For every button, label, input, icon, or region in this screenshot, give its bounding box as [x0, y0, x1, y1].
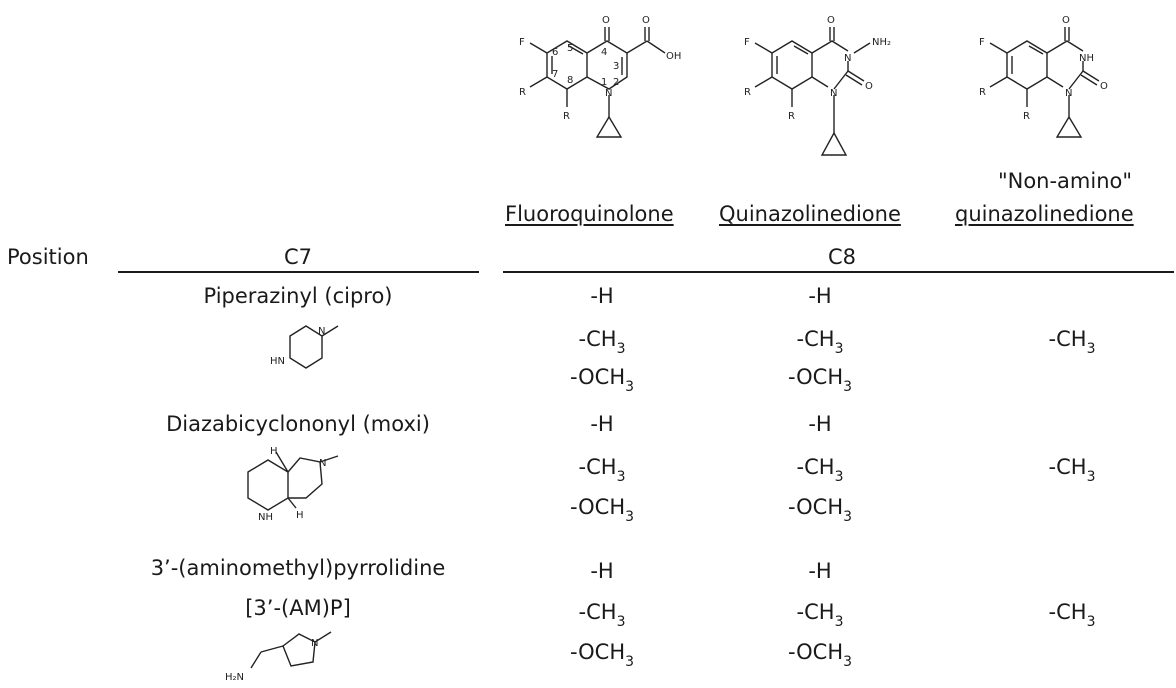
fq-oh: OH [666, 51, 681, 62]
nq-r8: R [1023, 111, 1030, 122]
value-cell: -OCH3 [787, 640, 853, 671]
value-cell: -OCH3 [569, 640, 635, 671]
qd-r7: R [744, 87, 751, 98]
dbn-nh: NH [258, 512, 273, 523]
value-cell: -H [590, 412, 614, 436]
group-name: 3’-(aminomethyl)pyrrolidine [150, 556, 446, 580]
c7-header: C7 [283, 245, 313, 269]
fq-f: F [519, 37, 525, 48]
nq-f: F [979, 37, 985, 48]
amp-h2n: H₂N [225, 672, 244, 683]
group-name: Piperazinyl (cipro) [203, 284, 393, 308]
fq-num-8: 8 [567, 75, 573, 86]
value-cell: -OCH3 [787, 365, 853, 396]
nq-r7: R [979, 87, 986, 98]
fq-num-3: 3 [613, 61, 619, 72]
piperazinyl-n: N [318, 326, 325, 337]
nq-n1: N [1065, 88, 1072, 99]
fq-num-2: 2 [613, 77, 619, 88]
quinazolinedione-structure: O NH₂ N F R R N O [744, 15, 891, 156]
c7-underline [118, 271, 479, 273]
qd-nh2: NH₂ [872, 37, 891, 48]
fq-num-4: 4 [601, 47, 607, 58]
nq-o2: O [1100, 81, 1108, 92]
value-cell: -H [808, 559, 832, 583]
value-cell: -H [590, 284, 614, 308]
fq-r7: R [519, 87, 526, 98]
non-amino-quinazolinedione-structure: O NH F R R N O [979, 15, 1108, 138]
value-cell: -CH3 [578, 455, 626, 486]
value-cell: -CH3 [1048, 600, 1096, 631]
fluoroquinolone-title: Fluoroquinolone [505, 202, 674, 226]
value-cell: -OCH3 [569, 365, 635, 396]
diazabicyclononyl-structure: H H NH N [247, 446, 339, 523]
non-amino-title-line2: quinazolinedione [955, 202, 1134, 226]
fq-n: N [605, 88, 612, 99]
c8-header: C8 [827, 245, 857, 269]
qd-r8: R [788, 111, 795, 122]
group-name-abbrev: [3’-(AM)P] [245, 596, 351, 620]
value-cell: -H [808, 284, 832, 308]
value-cell: -CH3 [578, 600, 626, 631]
value-cell: -CH3 [796, 455, 844, 486]
nq-o-top: O [1062, 15, 1070, 26]
amp-n: N [311, 638, 318, 649]
group-name: Diazabicyclononyl (moxi) [166, 412, 430, 436]
qd-n1: N [830, 88, 837, 99]
qd-o2: O [865, 81, 873, 92]
aminomethylpyrrolidine-structure: H₂N N [225, 631, 332, 683]
piperazinyl-hn: HN [270, 356, 285, 367]
value-cell: -OCH3 [787, 495, 853, 526]
value-cell: -CH3 [796, 600, 844, 631]
fluoroquinolone-structure: O O OH F R R N 6 5 4 3 2 1 7 8 [519, 15, 681, 138]
value-cell: -CH3 [796, 327, 844, 358]
piperazinyl-structure: HN N [270, 325, 339, 369]
fq-o-acid: O [642, 15, 650, 26]
c8-underline [503, 271, 1174, 273]
nq-nh: NH [1079, 53, 1094, 64]
value-cell: -CH3 [578, 327, 626, 358]
value-cell: -H [590, 559, 614, 583]
dbn-n: N [319, 458, 326, 469]
non-amino-title-line1: "Non-amino" [997, 169, 1133, 193]
qd-o-top: O [827, 15, 835, 26]
fq-num-1: 1 [601, 77, 607, 88]
fq-o-top: O [602, 15, 610, 26]
fq-num-5: 5 [567, 43, 573, 54]
fq-num-7: 7 [552, 69, 558, 80]
dbn-h1: H [270, 446, 278, 457]
dbn-h2: H [296, 510, 304, 521]
quinazolinedione-title: Quinazolinedione [719, 202, 901, 226]
value-cell: -H [808, 412, 832, 436]
fq-r8: R [563, 111, 570, 122]
value-cell: -OCH3 [569, 495, 635, 526]
value-cell: -CH3 [1048, 327, 1096, 358]
qd-n3: N [844, 53, 851, 64]
position-label: Position [7, 245, 89, 269]
fq-num-6: 6 [552, 47, 558, 58]
qd-f: F [744, 37, 750, 48]
value-cell: -CH3 [1048, 455, 1096, 486]
